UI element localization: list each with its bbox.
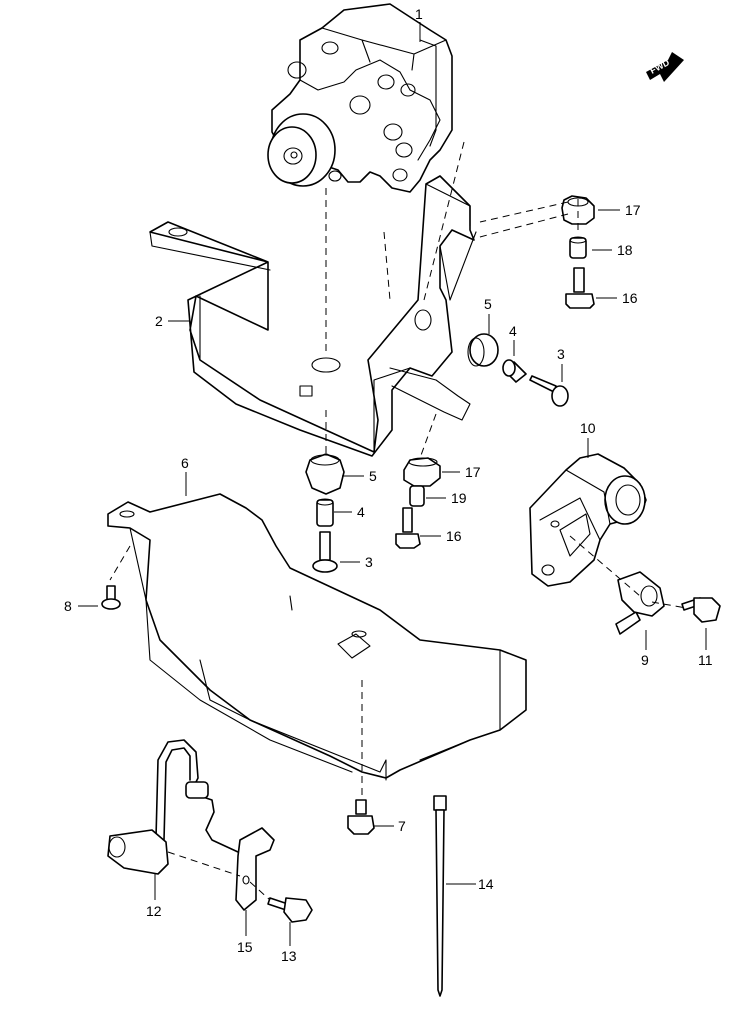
collar-upper [502,359,527,383]
sensor-bracket [529,453,647,587]
abs-hydraulic-unit [267,3,453,193]
callout-4-lower: 4 [357,504,365,520]
callout-12: 12 [146,903,162,919]
callout-11: 11 [698,652,713,668]
assembly-guide-lines [109,141,687,901]
grommet-17-lower [403,457,441,487]
speed-sensor-9 [615,571,665,635]
main-bracket [149,175,477,457]
bolt-11 [681,597,721,623]
speed-sensor-12 [107,739,239,875]
bolt-upper [529,375,569,407]
callout-15: 15 [237,939,253,955]
callout-3-lower: 3 [365,554,373,570]
callout-7: 7 [398,818,406,834]
callout-17-upper: 17 [625,202,641,218]
callout-5-lower: 5 [369,468,377,484]
callout-8: 8 [64,598,72,614]
bolt-16-lower [395,507,421,549]
callout-10: 10 [580,420,596,436]
callout-3-upper: 3 [557,346,565,362]
callout-leaders [78,22,707,946]
bolt-13 [267,897,313,923]
bolt-7 [347,799,375,835]
clip-15 [235,827,275,911]
callout-18: 18 [617,242,633,258]
callout-6: 6 [181,455,189,471]
fwd-arrow-icon: FWD [646,52,684,82]
spacer-18 [569,236,587,259]
callout-5-upper: 5 [484,296,492,312]
grommet-lower [305,453,345,495]
callout-14: 14 [478,876,494,892]
collar-lower [316,498,334,527]
grommet-upper [467,333,499,367]
callout-17-lower: 17 [465,464,481,480]
callout-2: 2 [155,313,163,329]
callout-16-lower: 16 [446,528,462,544]
lower-cover [107,493,527,781]
screw-8 [101,585,121,610]
callout-labels: 1 2 3 4 5 17 18 16 10 6 5 17 4 19 3 16 8… [64,6,713,964]
callout-1: 1 [415,6,423,22]
callout-16-upper: 16 [622,290,638,306]
callout-19: 19 [451,490,467,506]
bolt-16-upper [565,267,595,309]
spacer-19 [409,485,425,507]
callout-13: 13 [281,948,297,964]
callout-4-upper: 4 [509,323,517,339]
bolt-lower [312,531,338,573]
callout-9: 9 [641,652,649,668]
cable-tie-14 [433,795,447,997]
